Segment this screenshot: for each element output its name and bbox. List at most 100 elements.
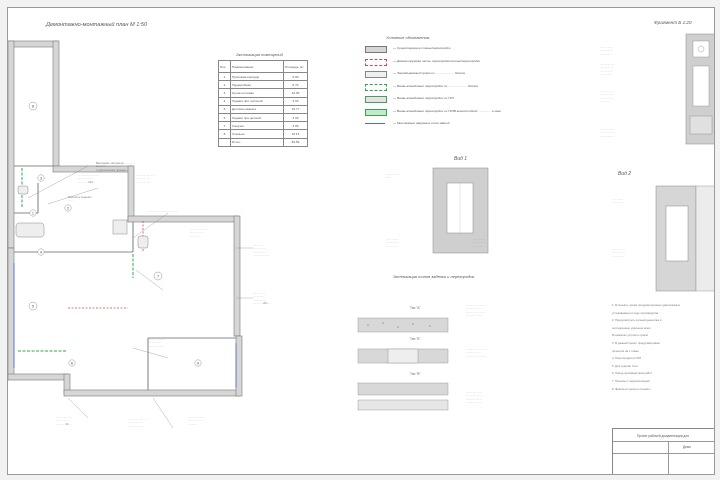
view-1-note: ......... ............... xyxy=(386,172,400,180)
explication-cell: 2 xyxy=(218,80,231,90)
view-1-title: Вид 1 xyxy=(454,156,468,162)
plan-title: Демонтажно-монтажный план М 1:50 xyxy=(46,22,148,28)
section-type-label: Тип "В" xyxy=(410,372,421,376)
explication-cell: Детская комната xyxy=(230,104,284,114)
view-2-note: ............ ............ ..............… xyxy=(612,247,626,258)
explication-cell: 8 xyxy=(218,129,231,139)
room-label-4: 4 xyxy=(40,250,43,255)
title-block: Проект рабочей документации для Демо xyxy=(612,428,714,474)
room-label-2: 2 xyxy=(67,206,70,211)
room-label-5: 5 xyxy=(32,304,35,309)
section-type-label: Тип "Б" xyxy=(410,337,421,341)
view-2-note: ....... .................. .. xyxy=(612,197,624,205)
section-b-note: .......... .......... ..................… xyxy=(466,347,488,358)
legend-label: — Существующие стены/перегородки xyxy=(393,46,451,50)
legend-swatch xyxy=(365,58,387,66)
view-1-note: ....... ................. ..............… xyxy=(386,237,399,248)
section-b-drawing xyxy=(357,348,449,364)
note-line: 4. Перегородки из ГКЛ xyxy=(612,356,642,361)
plan-note: ............. .................... .. ..… xyxy=(136,173,155,184)
view-2-title: Вид 2 xyxy=(618,171,632,177)
legend-label: — Закладываемый проем из ...............… xyxy=(393,71,465,75)
legend-swatch xyxy=(365,46,387,53)
section-c-note: ........ .... ................... ......… xyxy=(466,390,483,405)
explication-cell: Спальня xyxy=(230,129,284,139)
explication-cell: Лоджия при гостиной xyxy=(230,96,284,106)
note-line: 7. Проемы с гидроизоляцией xyxy=(612,379,650,383)
explication-cell: 3.86 xyxy=(283,121,308,131)
explication-cell: Гардеробная xyxy=(230,80,284,90)
explication-cell: Лоджия при детской xyxy=(230,112,284,123)
explication-row: Итого:89.59 xyxy=(218,137,308,147)
plan-note: ............. ............. ........... xyxy=(148,209,179,213)
section-a-drawing xyxy=(357,317,449,333)
fragment-note: ............. ................. ........… xyxy=(600,62,615,77)
fragment-b-drawing xyxy=(685,33,714,145)
legend-swatch xyxy=(365,96,387,103)
note-line: 1. В проекте, кроме предусмотренных демо… xyxy=(612,303,681,307)
legend-label: — Вновь возводимые перегородки из ......… xyxy=(393,83,478,88)
note-line: 2. Предусмотреть полный демонтаж и xyxy=(612,318,662,323)
explication-header: Наименование xyxy=(230,60,284,73)
explication-cell: 32.05 xyxy=(283,88,308,98)
explication-cell: 6 xyxy=(218,112,231,123)
fragment-note: ........ ................ ..............… xyxy=(600,45,614,56)
explication-cell: 15.77 xyxy=(283,104,308,114)
explication-cell: Итого: xyxy=(230,137,284,147)
explication-cell: Санузел xyxy=(230,121,284,131)
explication-cell: 6.90 xyxy=(283,71,308,82)
drawing-sheet: Демонтажно-монтажный план М 1:50 xyxy=(7,7,715,475)
legend-swatch xyxy=(365,108,387,116)
explication-cell: 1 xyxy=(218,71,231,82)
title-block-subtext: Демо xyxy=(683,445,691,449)
legend-label: — Вновь возводимые перегородки из ГКЛВ в… xyxy=(393,108,501,113)
plan-note: ............. ........................ .… xyxy=(128,417,147,428)
section-a-note: ............. .. ...................... … xyxy=(466,303,487,318)
section-c-drawing xyxy=(357,382,449,411)
plan-note: ................................... ....… xyxy=(78,173,100,184)
explication-title: Экспликация помещений xyxy=(236,52,283,57)
plan-note: ........... ..................... ......… xyxy=(190,227,208,238)
plan-note: Вентканал. Штукатур ..............из сте… xyxy=(96,161,136,172)
legend-swatch xyxy=(365,71,387,78)
explication-cell xyxy=(218,137,231,147)
explication-header: Поз. xyxy=(218,60,231,73)
note-line: устраиваемых в ходе производства xyxy=(612,310,659,315)
legend-label: — Демонтируемая часть перегородки/стены/… xyxy=(393,58,481,63)
title-block-text: Проект рабочей документации для xyxy=(637,434,689,438)
note-line: В комнатах устроить прием xyxy=(612,333,648,338)
room-label-8: 8 xyxy=(32,104,35,109)
plan-note: ............. ................... ......… xyxy=(188,415,206,426)
plan-note: ........... ............. ..............… xyxy=(253,243,270,258)
legend-title: Условные обозначения: xyxy=(386,35,431,40)
explication-cell: 3.03 xyxy=(283,96,308,106)
view-1-note: ........... .............. .......... ..… xyxy=(473,237,487,248)
room-label-6: 6 xyxy=(71,361,74,366)
legend-label: — Монтажные наружных стен зданий xyxy=(393,121,450,125)
note-line: 8. Фрагмент проем и стыков с xyxy=(612,386,651,391)
fragment-note: .......... .................. ..........… xyxy=(600,127,615,138)
fragment-note: ........... ............... ............… xyxy=(600,89,614,104)
fragment-title: Фрагмент Б 1:20 xyxy=(654,20,692,25)
explication-cell: 6.74 xyxy=(283,80,308,90)
view-1-drawing xyxy=(432,167,489,254)
plan-note: Полоса и перенос..... .. xyxy=(68,195,92,203)
plan-note: .......... ...................... ......… xyxy=(148,337,166,348)
explication-cell: 89.59 xyxy=(283,137,308,147)
explication-cell: 7 xyxy=(218,121,231,131)
explication-cell: 5 xyxy=(218,104,231,114)
room-label-3: 3 xyxy=(40,176,43,181)
room-label-1: 1 xyxy=(32,211,35,216)
room-label-9: 9 xyxy=(197,361,200,366)
plan-note: .............. .............. ...... ...… xyxy=(56,415,72,426)
legend-label: — Вновь возводимые перегородки из ГКЛ xyxy=(393,96,454,100)
note-line: 6. Перед производством работ xyxy=(612,371,653,376)
note-line: 5. Для отделки стен xyxy=(612,363,638,368)
